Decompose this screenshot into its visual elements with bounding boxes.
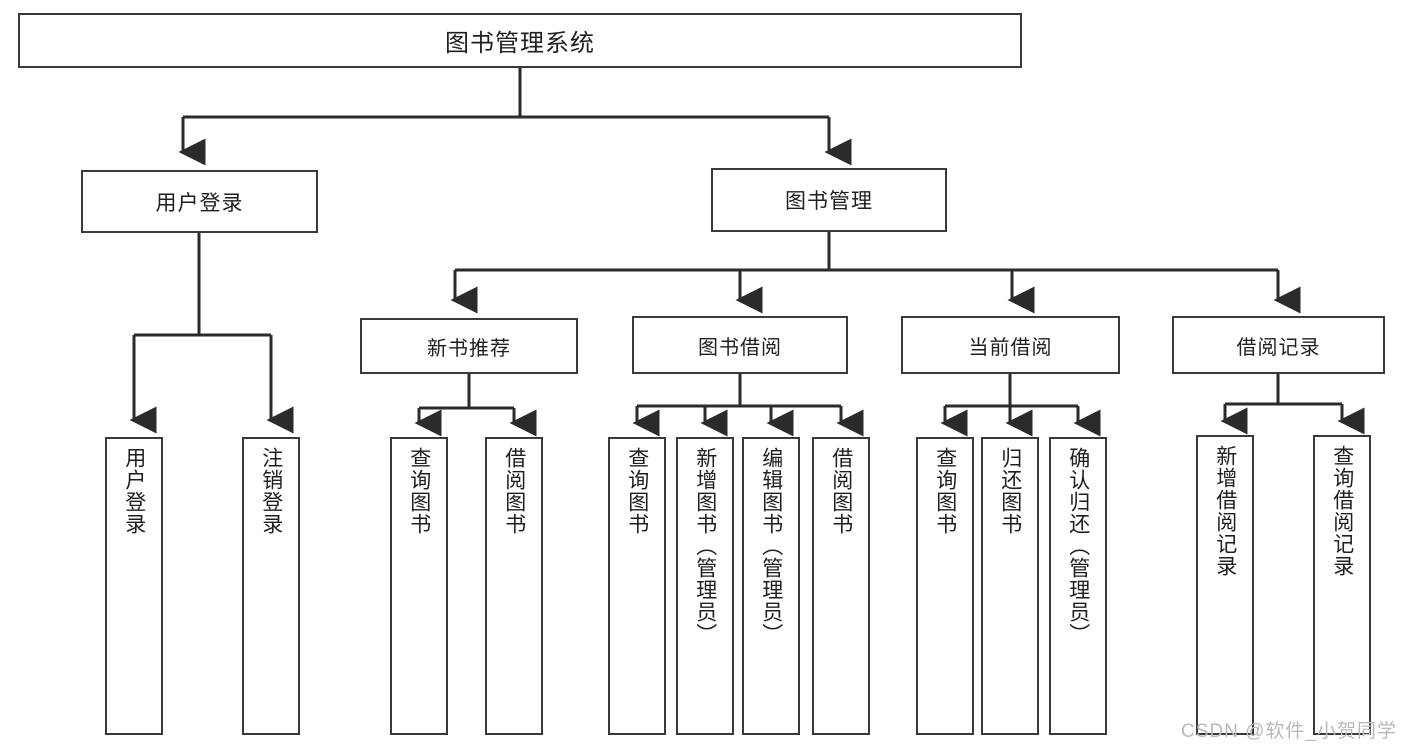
node-label: 图书借阅 xyxy=(698,336,782,359)
leaf-label: 借阅图书 xyxy=(502,447,526,535)
leaf-current-query-book[interactable]: 查询图书 xyxy=(916,437,974,735)
node-label: 借阅记录 xyxy=(1236,336,1321,359)
leaf-label: 查询借阅记录 xyxy=(1330,445,1354,577)
leaf-label: 注销登录 xyxy=(259,447,283,535)
node-new-book-recommend[interactable]: 新书推荐 xyxy=(360,318,578,374)
leaf-label: 借阅图书 xyxy=(829,447,853,535)
leaf-label: 归还图书 xyxy=(998,447,1022,535)
node-current-borrow[interactable]: 当前借阅 xyxy=(901,316,1120,374)
leaf-label: 查询图书 xyxy=(625,447,649,535)
leaf-borrow-edit-book-admin[interactable]: 编辑图书（管理员） xyxy=(742,437,800,735)
leaf-borrow-add-book-admin[interactable]: 新增图书（管理员） xyxy=(676,437,734,735)
leaf-label: 新增图书（管理员） xyxy=(693,447,717,645)
leaf-records-add-record[interactable]: 新增借阅记录 xyxy=(1196,435,1254,735)
leaf-label: 确认归还（管理员） xyxy=(1066,447,1090,645)
leaf-recommend-query-book[interactable]: 查询图书 xyxy=(390,437,448,735)
node-book-management[interactable]: 图书管理 xyxy=(711,168,947,232)
node-user-login[interactable]: 用户登录 xyxy=(81,170,318,233)
csdn-watermark: CSDN @软件_小贺同学 xyxy=(1181,721,1397,742)
leaf-label: 查询图书 xyxy=(933,447,957,535)
leaf-user-login-logout[interactable]: 注销登录 xyxy=(242,437,300,735)
leaf-label: 新增借阅记录 xyxy=(1213,445,1237,577)
node-root-system[interactable]: 图书管理系统 xyxy=(18,13,1022,68)
leaf-records-query-record[interactable]: 查询借阅记录 xyxy=(1313,435,1371,735)
leaf-borrow-query-book[interactable]: 查询图书 xyxy=(608,437,666,735)
node-book-borrow[interactable]: 图书借阅 xyxy=(632,316,848,374)
leaf-label: 用户登录 xyxy=(122,447,146,535)
node-label: 用户登录 xyxy=(155,191,244,215)
node-label: 图书管理 xyxy=(785,190,873,213)
leaf-borrow-borrow-book[interactable]: 借阅图书 xyxy=(812,437,870,735)
leaf-label: 查询图书 xyxy=(407,447,431,535)
node-label: 新书推荐 xyxy=(427,337,511,360)
node-borrow-records[interactable]: 借阅记录 xyxy=(1172,316,1385,374)
leaf-label: 编辑图书（管理员） xyxy=(759,447,783,645)
node-label: 当前借阅 xyxy=(968,336,1053,359)
leaf-user-login-login[interactable]: 用户登录 xyxy=(105,437,163,735)
node-label: 图书管理系统 xyxy=(445,30,595,57)
leaf-current-return-book[interactable]: 归还图书 xyxy=(981,437,1039,735)
leaf-recommend-borrow-book[interactable]: 借阅图书 xyxy=(485,437,543,735)
leaf-current-confirm-return-admin[interactable]: 确认归还（管理员） xyxy=(1049,437,1107,735)
